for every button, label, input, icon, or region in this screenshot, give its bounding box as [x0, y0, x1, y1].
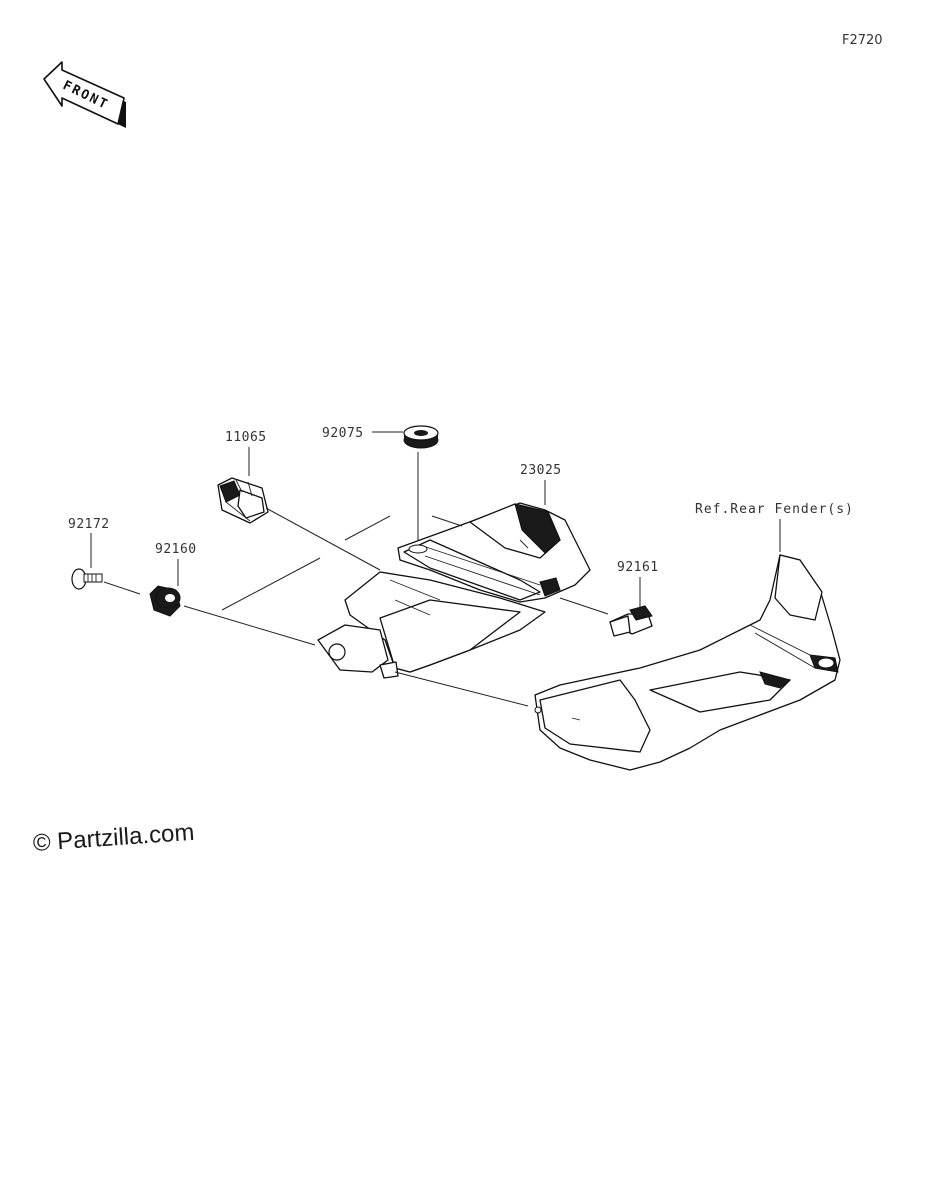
leader-11065-to-bracket: [265, 507, 381, 571]
front-arrow-icon: FRONT: [43, 61, 126, 128]
leader-92160-to-bracket: [183, 605, 316, 646]
part-92161-clip: [609, 605, 653, 637]
alignment-line-a: [221, 557, 321, 611]
leader-bracket-to-fender: [394, 671, 529, 707]
leader-92172-to-92160: [103, 581, 141, 595]
part-92075-grommet: [403, 425, 439, 449]
ref-rear-fender: [534, 554, 841, 771]
alignment-line-c: [431, 515, 463, 527]
part-92160-damper: [149, 585, 181, 617]
part-11065-connector: [217, 477, 269, 524]
figure-code: F2720: [842, 33, 883, 48]
part-label-92160: 92160: [155, 542, 197, 557]
part-label-92075: 92075: [322, 426, 364, 441]
part-label-23025: 23025: [520, 463, 562, 478]
part-label-92161: 92161: [617, 560, 659, 575]
leader-92161-to-lamp: [559, 597, 609, 615]
part-label-11065: 11065: [225, 430, 267, 445]
part-label-92172: 92172: [68, 517, 110, 532]
part-bracket-housing: [317, 571, 546, 679]
alignment-line-b: [344, 515, 391, 541]
ref-rear-fender-label: Ref.Rear Fender(s): [695, 502, 854, 517]
part-23025-lamp-unit: [397, 502, 591, 603]
part-92172-screw: [71, 568, 103, 590]
